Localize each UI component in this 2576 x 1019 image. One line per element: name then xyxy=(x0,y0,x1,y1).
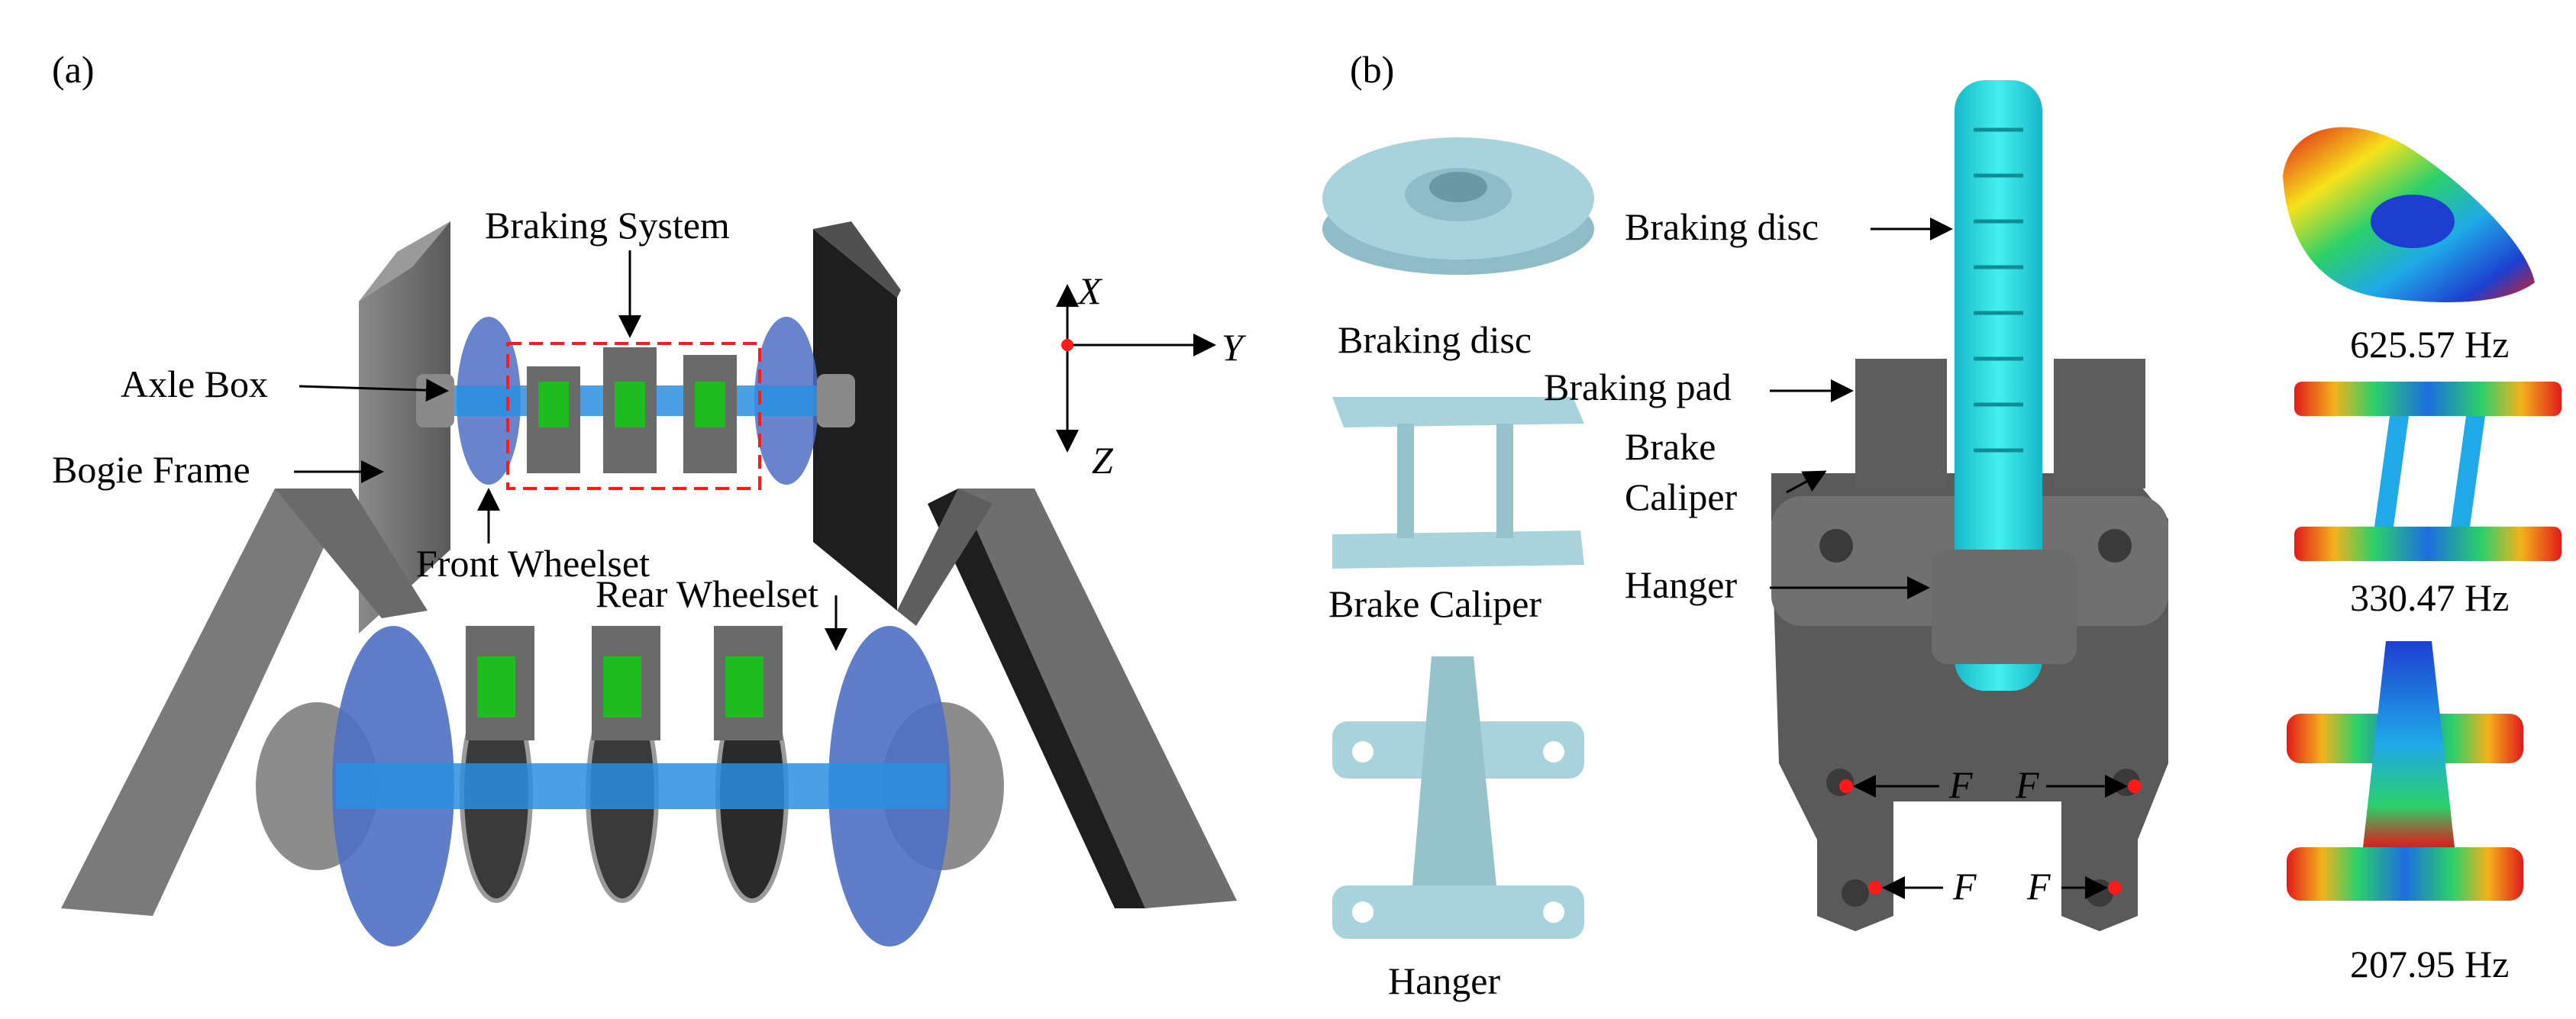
caliper-part-left-web xyxy=(1397,424,1414,538)
assembly-hole-6 xyxy=(2086,879,2113,907)
front-caliper-3 xyxy=(683,355,737,473)
part-label-brake-caliper: Brake Caliper xyxy=(1328,582,1541,625)
frame-right-diagonal-dark xyxy=(928,489,1145,908)
arrow-brake-caliper xyxy=(1786,470,1827,494)
assembly-hanger xyxy=(1932,550,2077,664)
part-brake-caliper xyxy=(1332,397,1584,569)
caliper-part-bottom-arm xyxy=(1332,530,1584,569)
force-point-3 xyxy=(1868,881,1882,895)
mode-3-web xyxy=(2363,641,2455,847)
mode-3-frequency: 207.95 Hz xyxy=(2350,943,2509,985)
assembly-label-braking-pad: Braking pad xyxy=(1544,366,1732,408)
mode-2-bottom-arm xyxy=(2294,527,2561,561)
assembly-pad-right xyxy=(2054,359,2145,489)
mode-2-top-arm xyxy=(2294,382,2561,416)
coordinate-axes: X Y Z xyxy=(1056,269,1247,482)
arrow-axle-box xyxy=(299,379,449,402)
rear-wheelset xyxy=(256,626,1004,946)
front-caliper-2 xyxy=(603,347,657,473)
braking-system-outline xyxy=(506,342,761,490)
front-axle-box-right xyxy=(817,374,855,427)
assembly-pad-left xyxy=(1855,359,1947,489)
front-axle-box-left xyxy=(416,374,454,427)
hanger-part-hole-4 xyxy=(1543,901,1564,923)
force-label-1: F xyxy=(1948,763,1973,806)
assembly-hole-1 xyxy=(1819,529,1853,563)
rear-caliper-2 xyxy=(592,626,660,740)
part-label-hanger: Hanger xyxy=(1388,959,1500,1002)
front-braking-system xyxy=(506,342,761,490)
label-rear-wheelset: Rear Wheelset xyxy=(596,572,818,615)
mode-1-hub xyxy=(2371,195,2455,248)
label-front-wheelset: Front Wheelset xyxy=(416,542,650,585)
caliper-part-right-web xyxy=(1496,424,1513,538)
axis-z-label: Z xyxy=(1092,439,1114,482)
force-point-4 xyxy=(2108,881,2122,895)
axis-y-label: Y xyxy=(1222,326,1247,369)
brake-assembly xyxy=(1771,80,2168,931)
assembly-hole-2 xyxy=(2098,529,2132,563)
assembly-disc-vanes xyxy=(1974,127,2023,453)
mode-2-frequency: 330.47 Hz xyxy=(2350,576,2509,619)
rear-caliper-3 xyxy=(714,626,783,740)
force-label-4: F xyxy=(2026,865,2051,908)
front-caliper-1 xyxy=(527,366,580,473)
rear-axle xyxy=(336,763,947,809)
bogie-frame xyxy=(61,221,1237,916)
frame-left-upright xyxy=(359,221,450,634)
hanger-part-hole-1 xyxy=(1352,741,1374,763)
frame-right-diagonal xyxy=(958,489,1237,908)
panel-b: (b) Braking disc Brake Caliper Hang xyxy=(1322,48,2561,1002)
label-braking-system: Braking System xyxy=(485,204,730,247)
caliper-part-top-arm xyxy=(1332,397,1584,427)
hanger-part-web xyxy=(1412,656,1496,885)
mode-shape-2 xyxy=(2294,382,2561,561)
assembly-label-braking-disc: Braking disc xyxy=(1625,205,1819,248)
frame-left-upright-top xyxy=(359,221,450,302)
force-point-2 xyxy=(2128,779,2142,793)
assembly-disc xyxy=(1955,80,2042,691)
part-hanger xyxy=(1332,656,1584,939)
mode-2-left-web xyxy=(2374,416,2409,527)
axis-x-label: X xyxy=(1077,269,1103,312)
assembly-label-brake-line1: Brake xyxy=(1625,425,1716,468)
assembly-hole-5 xyxy=(1842,879,1869,907)
panel-a-label: (a) xyxy=(52,48,95,91)
mode-shape-3 xyxy=(2287,641,2523,901)
frame-left-arm xyxy=(275,489,428,618)
assembly-label-hanger: Hanger xyxy=(1625,563,1737,606)
hanger-part-bottom xyxy=(1332,885,1584,939)
assembly-label-brake-line2: Caliper xyxy=(1625,476,1738,518)
hanger-part-hole-3 xyxy=(1352,901,1374,923)
label-axle-box: Axle Box xyxy=(121,363,268,405)
mode-1-frequency: 625.57 Hz xyxy=(2350,323,2509,366)
force-label-3: F xyxy=(1952,865,1977,908)
mode-shape-1 xyxy=(2283,127,2535,302)
mode-2-right-web xyxy=(2451,416,2485,527)
disc-part-bore xyxy=(1429,172,1487,202)
frame-right-arm xyxy=(897,489,993,626)
axis-origin xyxy=(1061,339,1073,351)
panel-b-label: (b) xyxy=(1350,48,1394,91)
label-bogie-frame: Bogie Frame xyxy=(52,448,250,491)
hanger-part-hole-2 xyxy=(1543,741,1564,763)
force-label-2: F xyxy=(2015,763,2039,806)
part-label-braking-disc: Braking disc xyxy=(1338,318,1532,361)
frame-right-upright-side xyxy=(813,221,901,298)
part-braking-disc xyxy=(1322,137,1594,275)
frame-left-diagonal xyxy=(61,489,351,916)
force-point-1 xyxy=(1839,779,1853,793)
rear-caliper-1 xyxy=(466,626,534,740)
mode-3-bottom-plate xyxy=(2287,847,2523,901)
panel-a: (a) xyxy=(52,48,1247,946)
